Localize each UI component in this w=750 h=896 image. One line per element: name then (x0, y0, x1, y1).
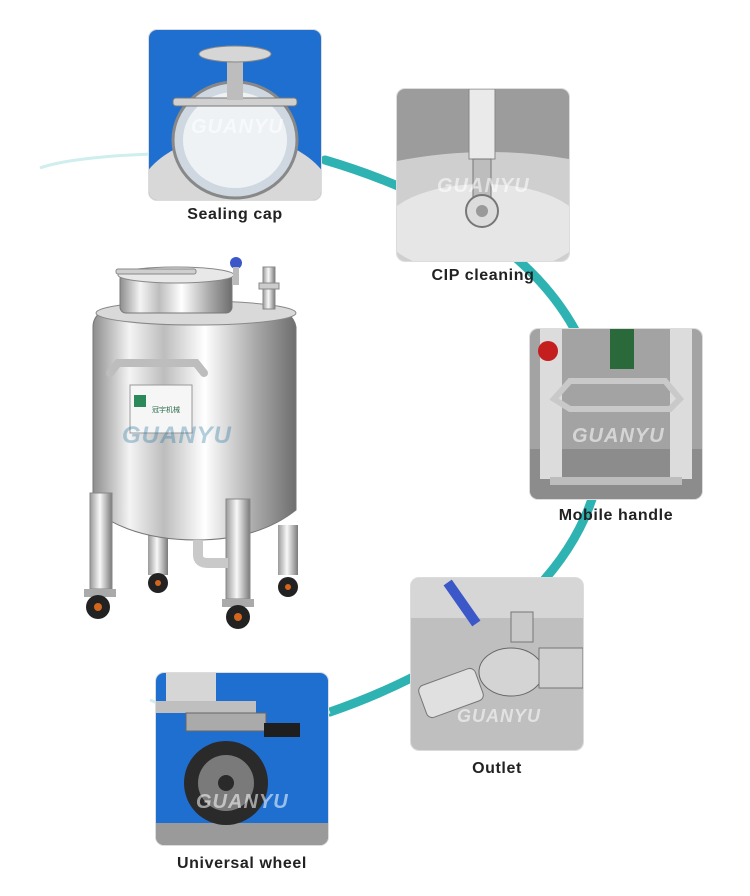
storage-tank-image (84, 257, 298, 629)
label-cip-cleaning: CIP cleaning (431, 267, 535, 284)
label-universal-wheel: Universal wheel (177, 855, 307, 872)
mobile-handle-photo (530, 329, 702, 499)
thumbnail-outlet: GUANYU (411, 578, 583, 750)
label-mobile-handle: Mobile handle (558, 507, 674, 524)
thumbnail-universal-wheel: GUANYU (156, 673, 328, 845)
label-sealing-cap: Sealing cap (187, 206, 283, 223)
universal-wheel-photo (156, 673, 328, 845)
cip-cleaning-photo (397, 89, 569, 261)
thumbnail-sealing-cap: GUANYU (149, 30, 321, 200)
outlet-photo (411, 578, 583, 750)
thumbnail-mobile-handle: GUANYU (530, 329, 702, 499)
thumbnail-cip-cleaning: GUANYU (397, 89, 569, 261)
name-plate-text: 冠宇机械 (152, 407, 180, 414)
sealing-cap-photo (149, 30, 321, 200)
label-outlet: Outlet (472, 760, 522, 777)
